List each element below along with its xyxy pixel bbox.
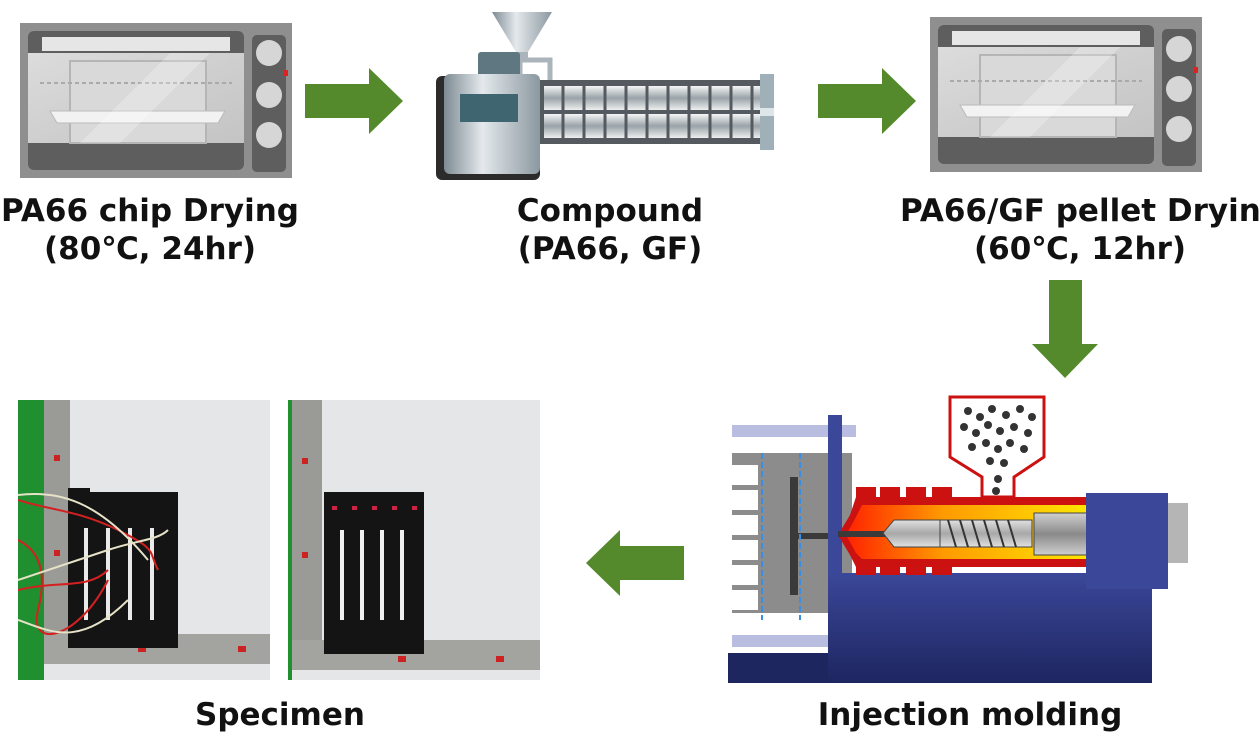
step-label-chip-drying: PA66 chip Drying (80℃, 24hr) — [0, 192, 300, 268]
oven-icon — [930, 17, 1202, 172]
step-title: PA66/GF pellet Drying — [900, 193, 1260, 229]
step-title: Specimen — [195, 697, 365, 733]
twin-screw-extruder-icon — [436, 12, 774, 180]
specimen-photo-plain — [288, 400, 540, 680]
step-label-specimen: Specimen — [150, 696, 410, 734]
specimen-photo — [18, 400, 270, 680]
oven-icon — [20, 23, 292, 178]
oven-pellet-drying — [930, 17, 1202, 172]
arrow-right-icon — [305, 68, 403, 134]
step-title: Compound — [516, 193, 704, 229]
arrow-left-icon — [586, 530, 684, 596]
step-conditions: (PA66, GF) — [517, 231, 703, 267]
injection-molding-machine-icon — [728, 395, 1188, 683]
step-conditions: (60℃, 12hr) — [973, 231, 1187, 267]
step-title: Injection molding — [817, 697, 1123, 733]
step-label-pellet-drying: PA66/GF pellet Drying (60℃, 12hr) — [900, 192, 1260, 268]
arrow-down-icon — [1032, 280, 1098, 378]
step-conditions: (80℃, 24hr) — [43, 231, 257, 267]
specimen-photo — [288, 400, 540, 680]
specimen-photo-with-strain-gauges — [18, 400, 270, 680]
step-label-injection-molding: Injection molding — [800, 696, 1140, 734]
step-title: PA66 chip Drying — [1, 193, 299, 229]
compound-extruder — [430, 10, 780, 180]
injection-molding-machine — [728, 395, 1188, 685]
arrow-right-icon — [818, 68, 916, 134]
oven-chip-drying — [20, 23, 292, 178]
step-label-compound: Compound (PA66, GF) — [490, 192, 730, 268]
